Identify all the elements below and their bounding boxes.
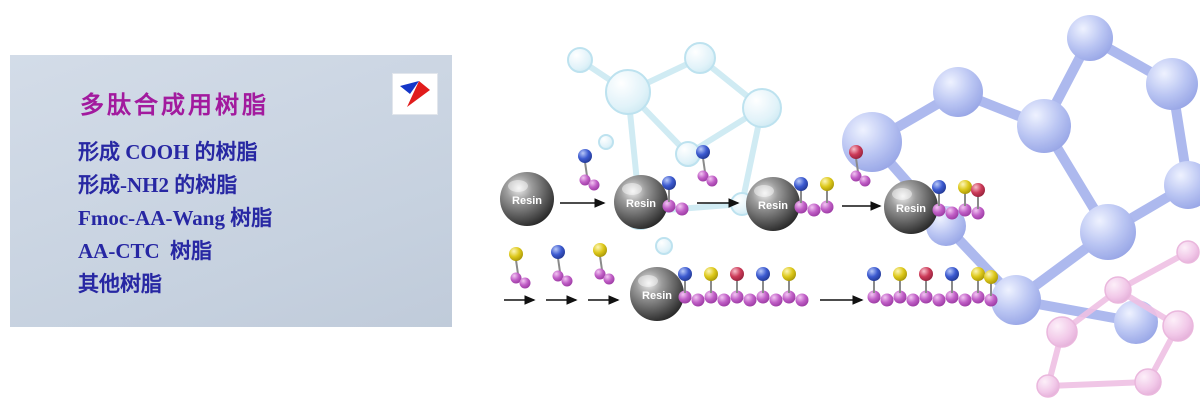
amino-acid-monomer-blue [550,244,574,288]
panel-title: 多肽合成用树脂 [80,92,269,119]
amino-acid-monomer-blue [695,144,719,188]
cleaved-peptide-chain [866,266,999,307]
list-item-fmoc-aa-wang-resin: Fmoc-AA-Wang 树脂 [78,206,273,230]
amino-acid-monomer-yellow [508,246,532,290]
list-item-nh2-resin: 形成-NH2 的树脂 [78,173,238,197]
resin-sphere [500,172,554,226]
resin-with-full-peptide [630,266,809,321]
background-molecule-pink [1036,240,1200,398]
synthesis-row-1 [500,144,986,234]
company-logo-icon [400,81,430,107]
amino-acid-monomer-blue [577,148,601,192]
resin-with-one-residue [614,175,689,229]
synthesis-row-2 [504,242,999,321]
list-item-other-resin: 其他树脂 [78,272,162,296]
list-item-cooh-resin: 形成 COOH 的树脂 [78,140,258,164]
info-panel: 多肽合成用树脂 形成 COOH 的树脂 形成-NH2 的树脂 Fmoc-AA-W… [10,55,452,327]
background-molecule-cyan [567,42,782,255]
company-logo [392,73,438,115]
list-item-aa-ctc-resin: AA-CTC 树脂 [78,239,213,263]
resin-category-list: 形成 COOH 的树脂 形成-NH2 的树脂 Fmoc-AA-Wang 树脂 A… [10,136,452,301]
resin-with-two-residues [746,176,835,231]
amino-acid-monomer-yellow [592,242,616,286]
